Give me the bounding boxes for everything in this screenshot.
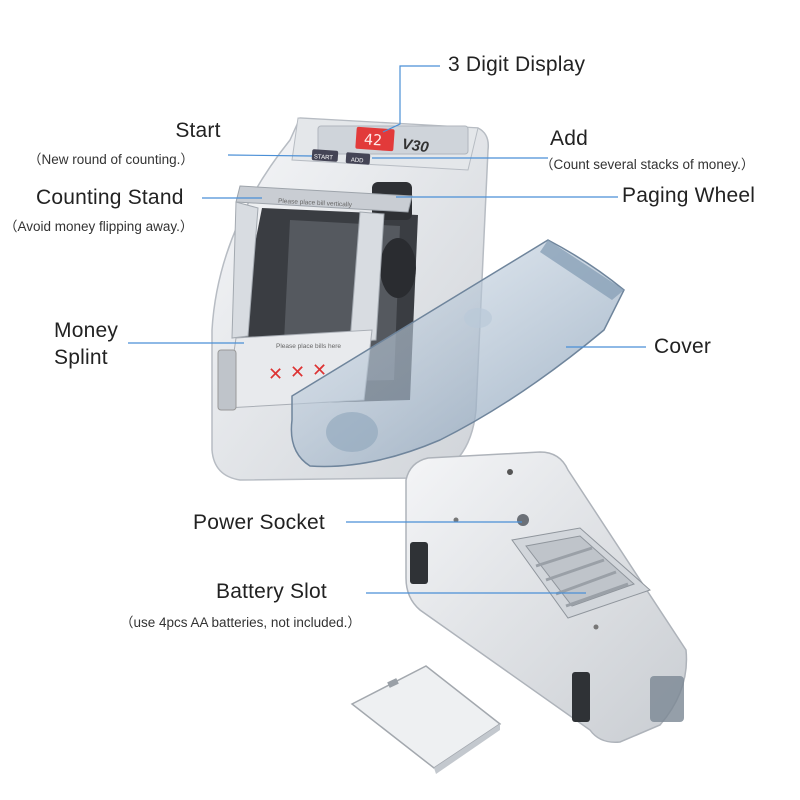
svg-text:Please place bills here: Please place bills here — [276, 343, 341, 350]
battery-cover-plate — [350, 665, 502, 774]
display-label: 3 Digit Display — [448, 53, 586, 76]
svg-text:START: START — [314, 154, 334, 161]
svg-text:✕: ✕ — [312, 360, 327, 381]
money-splint-label-line1: Money — [54, 319, 119, 342]
add-note: （Count several stacks of money.） — [540, 157, 755, 172]
money-splint-label-line2: Splint — [54, 346, 108, 369]
power-socket-label: Power Socket — [193, 511, 325, 534]
add-label: Add — [550, 127, 588, 150]
counting-stand-note: （Avoid money flipping away.） — [4, 219, 194, 234]
leader-display — [382, 65, 440, 133]
battery-slot-note: （use 4pcs AA batteries, not included.） — [120, 615, 361, 630]
transparent-cover — [290, 239, 625, 468]
leader-start — [227, 154, 313, 157]
display-digits: 42 — [363, 130, 382, 149]
power-socket-hole — [517, 514, 529, 526]
add-button — [345, 152, 371, 165]
start-button — [311, 149, 339, 162]
start-note: （New round of counting.） — [28, 152, 194, 167]
svg-text:Please place bill vertically: Please place bill vertically — [278, 198, 353, 209]
counting-stand: Please place bill vertically — [231, 185, 413, 343]
svg-text:✕: ✕ — [290, 362, 305, 383]
battery-slot-label: Battery Slot — [216, 580, 327, 603]
display-panel: 42 V30 START ADD — [311, 125, 469, 165]
cover-label: Cover — [654, 335, 712, 358]
start-label: Start — [175, 119, 221, 142]
battery-box — [405, 451, 688, 743]
svg-text:✕: ✕ — [268, 364, 283, 385]
model-label: V30 — [401, 136, 430, 157]
paging-wheel-label: Paging Wheel — [622, 184, 756, 207]
leader-lines — [128, 65, 646, 594]
digit-display — [355, 126, 395, 152]
counting-stand-label: Counting Stand — [36, 186, 184, 209]
paging-wheel-part — [380, 238, 416, 298]
svg-text:ADD: ADD — [351, 158, 365, 165]
